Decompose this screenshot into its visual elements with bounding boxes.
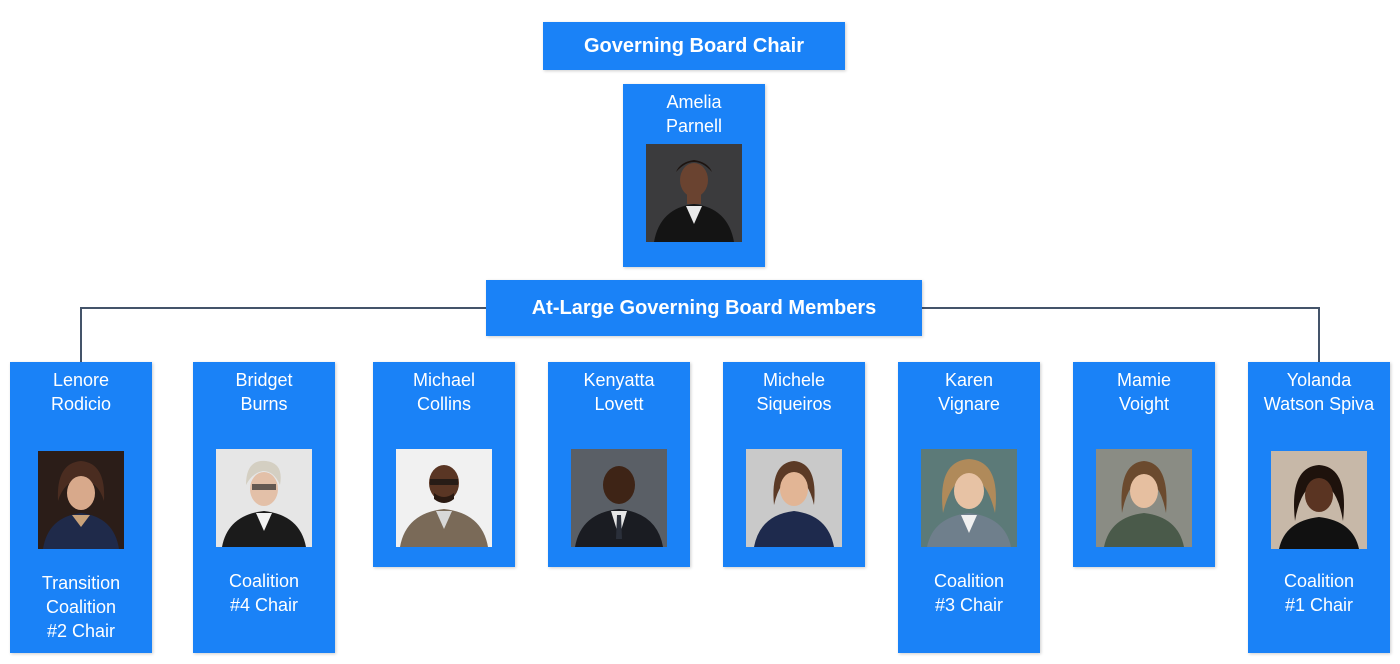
chair-card: Amelia Parnell [623,84,765,267]
member-headshot-photo [746,449,842,547]
member-name: Karen Vignare [938,370,1000,414]
member-name: Lenore Rodicio [50,370,112,414]
member-card: Michael Collins [373,362,515,567]
member-headshot-photo [1096,449,1192,547]
member-card: Lenore Rodicio Transition Coalition #2 C… [10,362,152,653]
member-card: Michele Siqueiros [723,362,865,567]
connector-left-vertical [80,307,82,362]
member-name: Michael Collins [412,370,476,414]
member-role: Coalition #4 Chair [228,571,300,615]
member-role: Coalition #1 Chair [1283,571,1355,615]
connector-right-horizontal [922,307,1320,309]
member-card: Kenyatta Lovett [548,362,690,567]
member-headshot-photo [571,449,667,547]
member-headshot-photo [1271,451,1367,549]
member-card: Mamie Voight [1073,362,1215,567]
chair-name: Amelia Parnell [665,92,723,136]
member-name: Michele Siqueiros [756,370,832,414]
member-name: Yolanda Watson Spiva [1263,370,1375,414]
member-name: Bridget Burns [235,370,293,414]
connector-left-horizontal [80,307,486,309]
member-headshot-photo [216,449,312,547]
member-role: Coalition #3 Chair [933,571,1005,615]
member-name: Kenyatta Lovett [583,370,655,414]
member-name: Mamie Voight [1116,370,1171,414]
chair-headshot-photo [646,144,742,242]
chair-section-title: Governing Board Chair [543,22,845,70]
member-headshot-photo [396,449,492,547]
member-card: Bridget Burns Coalition #4 Chair [193,362,335,653]
member-card: Karen Vignare Coalition #3 Chair [898,362,1040,653]
connector-right-vertical [1318,307,1320,362]
member-headshot-photo [38,451,124,549]
member-card: Yolanda Watson Spiva Coalition #1 Chair [1248,362,1390,653]
members-section-title: At-Large Governing Board Members [486,280,922,336]
member-headshot-photo [921,449,1017,547]
member-role: Transition Coalition #2 Chair [41,573,121,641]
